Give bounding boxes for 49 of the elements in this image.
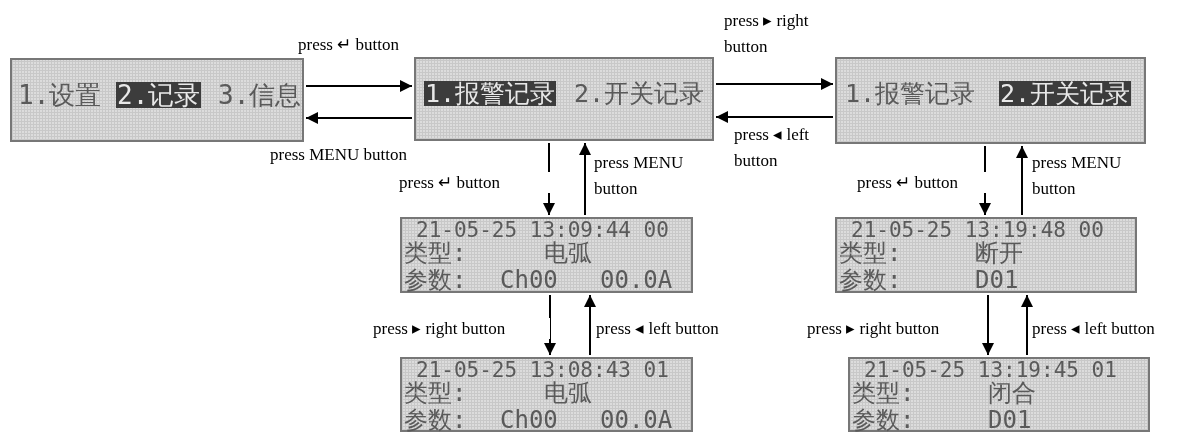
menu-item: 1.设置	[18, 82, 102, 108]
arrow	[715, 78, 834, 90]
lcd-screen	[414, 57, 714, 141]
screen-text: 参数:	[852, 408, 915, 432]
menu-item: 2.开关记录	[574, 81, 705, 106]
screen-text: 类型:	[404, 241, 467, 265]
screen-text: 参数:	[404, 408, 467, 432]
screen-text: 电弧	[544, 241, 592, 265]
lcd-screen	[400, 357, 693, 432]
menu-item: 1.报警记录	[845, 81, 976, 106]
arrow	[1016, 145, 1028, 216]
arrow	[305, 112, 413, 124]
arrow	[584, 294, 596, 356]
screen-text: 00.0A	[600, 408, 673, 432]
screen-text: 闭合	[988, 381, 1036, 405]
screen-text: 类型:	[404, 381, 467, 405]
lcd-screen	[848, 357, 1150, 432]
arrow	[544, 294, 556, 356]
lcd-screen	[835, 57, 1146, 144]
screen-text: 21-05-25 13:19:48 00	[851, 220, 1104, 241]
screen-text: 电弧	[544, 381, 592, 405]
edge-label: press ↵ button	[855, 172, 987, 194]
selected-menu-item: 2.记录	[116, 82, 202, 108]
selected-menu-item: 1.报警记录	[424, 81, 557, 106]
arrow	[305, 80, 413, 92]
screen-text: 类型:	[839, 241, 902, 265]
arrow	[715, 111, 834, 123]
arrow	[579, 142, 591, 216]
arrow	[982, 294, 994, 356]
edge-label: press ▸ right button	[371, 318, 550, 340]
screen-text: 21-05-25 13:19:45 01	[864, 360, 1117, 381]
screen-text: D01	[988, 408, 1032, 432]
screen-text: 00.0A	[600, 268, 673, 292]
screen-text: 参数:	[404, 268, 467, 292]
screen-text: 类型:	[852, 381, 915, 405]
screen-text: 21-05-25 13:09:44 00	[416, 220, 669, 241]
screen-text: Ch00	[500, 268, 558, 292]
screen-text: 断开	[975, 241, 1023, 265]
screen-text: Ch00	[500, 408, 558, 432]
lcd-screen	[400, 217, 693, 293]
screen-text: D01	[975, 268, 1019, 292]
lcd-screen	[10, 58, 304, 142]
selected-menu-item: 2.开关记录	[999, 81, 1132, 106]
screen-text: 21-05-25 13:08:43 01	[416, 360, 669, 381]
menu-item: 3.信息	[218, 82, 302, 108]
screen-text: 参数:	[839, 268, 902, 292]
edge-label: press ↵ button	[397, 172, 551, 194]
arrow	[1021, 294, 1033, 356]
lcd-screen	[835, 217, 1137, 293]
